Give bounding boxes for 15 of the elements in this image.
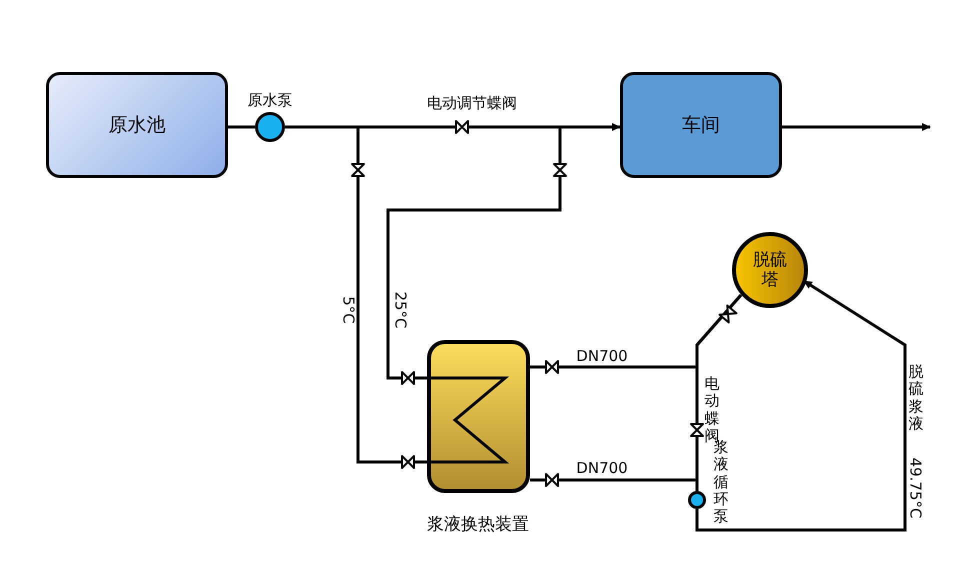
exchanger-label: 浆液换热装置 <box>427 516 529 534</box>
pipe-line <box>228 126 255 128</box>
pump-label: 原水泵 <box>248 92 292 108</box>
tower-circle: 脱硫塔 <box>732 232 808 308</box>
pipe-line <box>696 294 742 491</box>
pipe-line <box>782 123 931 131</box>
tank-box: 原水池 <box>46 72 228 178</box>
edge-label: 脱硫浆液 <box>908 364 924 432</box>
workshop-box: 车间 <box>620 72 782 178</box>
temperature-label: 49.75°C <box>906 458 924 518</box>
edge-label: DN700 <box>576 460 628 476</box>
edge-label: 电动调节蝶阀 <box>427 94 517 112</box>
edge-label: DN700 <box>576 348 628 364</box>
pump-label: 浆液循环泵 <box>714 438 729 526</box>
pipe-line <box>696 280 906 532</box>
